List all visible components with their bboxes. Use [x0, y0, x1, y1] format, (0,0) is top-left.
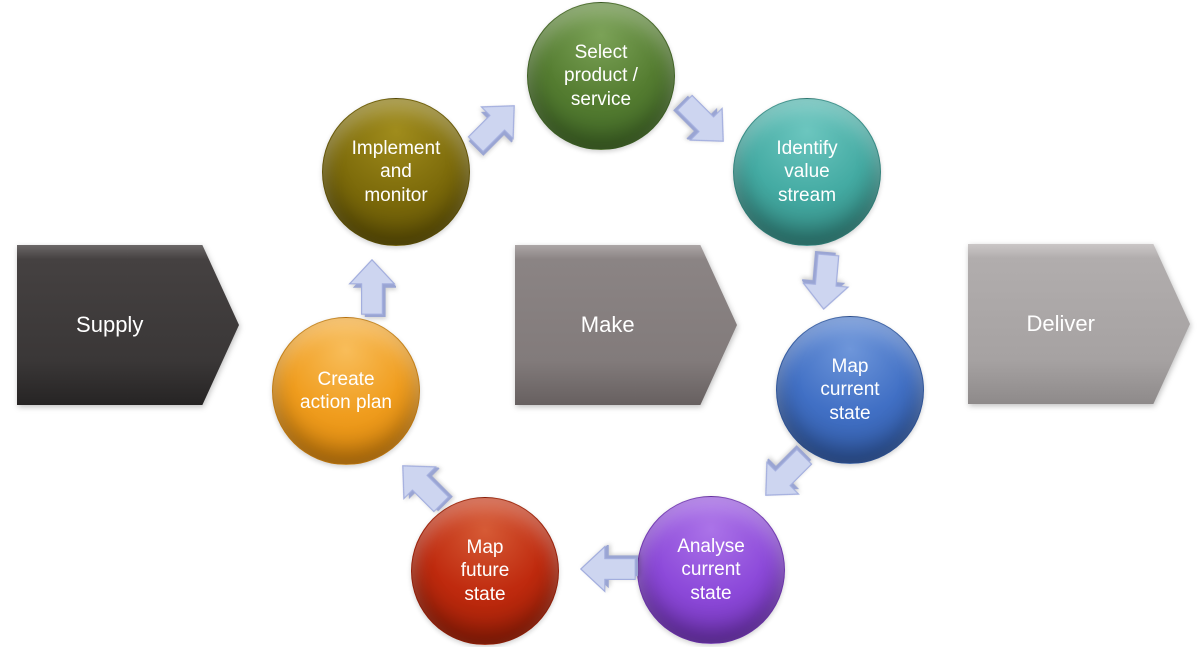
step-create-action-plan: Create action plan: [272, 317, 420, 465]
step-select-product-service: Select product / service: [527, 2, 675, 150]
step-implement-and-monitor: Implement and monitor: [322, 98, 470, 246]
step-identify-value-stream: Identify value stream: [733, 98, 881, 246]
arrow-select-to-identify-icon: [666, 84, 742, 160]
make-chevron-shape: Make: [515, 245, 737, 405]
supply-chevron-shape: Supply: [17, 245, 239, 405]
step-map-current-state: Map current state: [776, 316, 924, 464]
arrow-identify-to-mapcurrent-icon: [799, 250, 852, 314]
step-label: Identify value stream: [776, 138, 838, 206]
deliver-chevron-shape: Deliver: [968, 244, 1190, 404]
deliver-label: Deliver: [1026, 311, 1095, 336]
step-map-future-state: Map future state: [411, 497, 559, 645]
step-label: Create action plan: [300, 368, 392, 413]
supply-chevron: Supply: [17, 245, 239, 405]
step-label: Map future state: [460, 537, 510, 605]
step-label: Analyse current state: [677, 536, 745, 604]
supply-label: Supply: [76, 312, 144, 337]
arrow-create-to-implement-icon: [348, 257, 396, 317]
make-label: Make: [580, 312, 635, 337]
step-label: Map current state: [820, 356, 880, 424]
arrow-implement-to-select-icon: [457, 87, 533, 163]
step-label: Implement and monitor: [351, 138, 441, 206]
step-label: Select product / service: [564, 42, 638, 110]
arrow-analyse-to-mapfuture-icon: [578, 545, 638, 593]
arrow-mapfuture-to-create-icon: [384, 447, 460, 523]
step-analyse-current-state: Analyse current state: [637, 496, 785, 644]
make-chevron: Make: [515, 245, 737, 405]
deliver-chevron: Deliver: [968, 244, 1190, 404]
arrow-mapcurrent-to-analyse-icon: [747, 438, 823, 514]
